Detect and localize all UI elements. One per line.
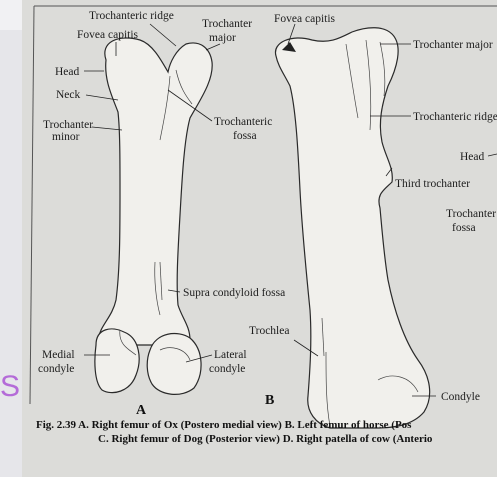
label-trochanter-fossa-b-1: Trochanter — [446, 208, 496, 220]
label-lateral-condyle-1: Lateral — [214, 349, 247, 361]
figure-caption: Fig. 2.39 A. Right femur of Ox (Postero … — [36, 419, 433, 445]
label-head-b: Head — [460, 151, 485, 163]
label-trochanteric-ridge-a: Trochanteric ridge — [89, 10, 174, 22]
label-trochlea: Trochlea — [249, 325, 289, 337]
label-trochanter-major-b: Trochanter major — [413, 39, 493, 51]
label-fovea-capitis-b: Fovea capitis — [274, 13, 336, 25]
figure-letter-a: A — [136, 403, 147, 418]
label-trochanteric-ridge-b: Trochanteric ridge — [413, 111, 497, 123]
label-trochanter-major-a-1: Trochanter — [202, 18, 252, 30]
label-trochanter-major-a-2: major — [209, 32, 236, 44]
label-trochanter-fossa-b-2: fossa — [452, 222, 476, 234]
label-fovea-capitis-a: Fovea capitis — [77, 29, 139, 41]
figure-letter-b: B — [265, 393, 274, 408]
label-head-a: Head — [55, 66, 80, 78]
label-neck-a: Neck — [56, 89, 81, 101]
label-condyle-b: Condyle — [441, 391, 480, 403]
label-trochanteric-fossa-a-2: fossa — [233, 130, 257, 142]
label-supra-condyloid-fossa: Supra condyloid fossa — [183, 287, 285, 299]
caption-line-2: C. Right femur of Dog (Posterior view) D… — [98, 433, 433, 445]
label-trochanter-minor-a-2: minor — [52, 131, 80, 143]
femur-a-drawing — [95, 38, 212, 394]
label-lateral-condyle-2: condyle — [209, 363, 245, 375]
label-third-trochanter: Third trochanter — [395, 178, 470, 190]
label-trochanteric-fossa-a-1: Trochanteric — [214, 116, 272, 128]
label-medial-condyle-1: Medial — [42, 349, 75, 361]
label-medial-condyle-2: condyle — [38, 363, 74, 375]
label-trochanter-minor-a-1: Trochanter — [43, 119, 93, 131]
caption-line-1: Fig. 2.39 A. Right femur of Ox (Postero … — [36, 419, 412, 431]
